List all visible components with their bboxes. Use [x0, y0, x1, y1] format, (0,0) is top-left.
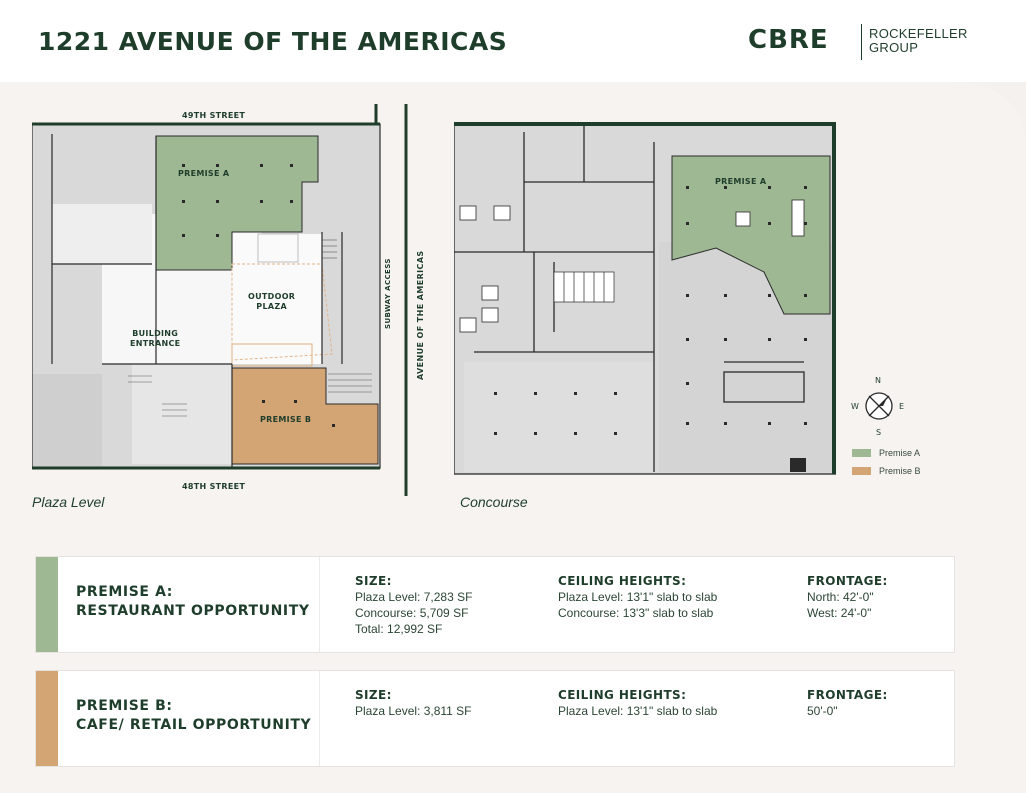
- premise-b-color-bar: [36, 671, 58, 766]
- ceiling-heading: CEILING HEIGHTS:: [558, 574, 687, 588]
- frontage-line: West: 24'-0": [807, 606, 872, 620]
- outdoor-plaza-line-1: OUTDOOR: [248, 292, 296, 301]
- cbre-logo: CBRE: [748, 25, 829, 55]
- concourse-plan-drawing: [454, 122, 836, 475]
- ceiling-line: Concourse: 13'3" slab to slab: [558, 606, 714, 620]
- premise-b-card: PREMISE B: CAFE/ RETAIL OPPORTUNITY SIZE…: [35, 670, 955, 767]
- subway-access-label: SUBWAY ACCESS: [384, 258, 392, 329]
- size-line: Concourse: 5,709 SF: [355, 606, 469, 620]
- legend-label-a: Premise A: [879, 448, 921, 458]
- ceiling-heading: CEILING HEIGHTS:: [558, 688, 687, 702]
- outdoor-plaza-label: OUTDOOR PLAZA: [248, 292, 295, 312]
- premise-a-divider: [319, 557, 320, 652]
- legend-label-b: Premise B: [879, 466, 921, 476]
- compass-e: E: [899, 402, 905, 411]
- size-heading: SIZE:: [355, 688, 392, 702]
- concourse-caption: Concourse: [460, 494, 528, 510]
- page-title: 1221 AVENUE OF THE AMERICAS: [38, 27, 508, 56]
- premise-a-ceiling: CEILING HEIGHTS: Plaza Level: 13'1" slab…: [558, 573, 717, 621]
- frontage-line: 50'-0": [807, 704, 838, 718]
- outdoor-plaza-line-2: PLAZA: [256, 302, 287, 311]
- ceiling-line: Plaza Level: 13'1" slab to slab: [558, 704, 718, 718]
- page-header: 1221 AVENUE OF THE AMERICAS CBRE ROCKEFE…: [0, 0, 1026, 82]
- premise-b-title-line-1: PREMISE B:: [76, 698, 173, 714]
- size-line: Plaza Level: 7,283 SF: [355, 590, 473, 604]
- frontage-heading: FRONTAGE:: [807, 574, 888, 588]
- premise-a-title: PREMISE A: RESTAURANT OPPORTUNITY: [76, 583, 346, 621]
- premise-a-title-line-2: RESTAURANT OPPORTUNITY: [76, 603, 310, 619]
- premise-b-divider: [319, 671, 320, 766]
- premise-b-title-line-2: CAFE/ RETAIL OPPORTUNITY: [76, 717, 312, 733]
- premise-a-card: PREMISE A: RESTAURANT OPPORTUNITY SIZE: …: [35, 556, 955, 653]
- plaza-plan-drawing: [32, 104, 408, 496]
- south-street-label: 48TH STREET: [182, 482, 246, 491]
- north-street-label: 49TH STREET: [182, 111, 246, 120]
- premise-b-size: SIZE: Plaza Level: 3,811 SF: [355, 687, 472, 719]
- frontage-heading: FRONTAGE:: [807, 688, 888, 702]
- premise-b-ceiling: CEILING HEIGHTS: Plaza Level: 13'1" slab…: [558, 687, 717, 719]
- concourse-plan: PREMISE A: [454, 122, 836, 476]
- building-entrance-line-1: BUILDING: [132, 329, 179, 338]
- premise-a-frontage: FRONTAGE: North: 42'-0" West: 24'-0": [807, 573, 888, 621]
- avenue-label: AVENUE OF THE AMERICAS: [416, 250, 425, 380]
- legend-premise-a: Premise A: [852, 448, 920, 458]
- building-entrance-label: BUILDING ENTRANCE: [130, 329, 180, 349]
- premise-a-size: SIZE: Plaza Level: 7,283 SF Concourse: 5…: [355, 573, 472, 637]
- plaza-level-plan: 49TH STREET 48TH STREET PREMISE A PREMIS…: [32, 104, 425, 496]
- compass-icon: [865, 392, 893, 420]
- size-line: Total: 12,992 SF: [355, 622, 443, 636]
- building-entrance-line-2: ENTRANCE: [130, 339, 181, 348]
- premise-a-concourse-label: PREMISE A: [715, 177, 767, 186]
- premise-a-color-bar: [36, 557, 58, 652]
- ceiling-line: Plaza Level: 13'1" slab to slab: [558, 590, 718, 604]
- size-line: Plaza Level: 3,811 SF: [355, 704, 472, 718]
- legend-swatch-b: [852, 467, 871, 475]
- compass: N S W E: [848, 374, 910, 440]
- premise-b-plaza-label: PREMISE B: [260, 415, 312, 424]
- legend-premise-b: Premise B: [852, 466, 921, 476]
- compass-s: S: [876, 428, 882, 437]
- logo-line-1: ROCKEFELLER: [869, 26, 968, 41]
- compass-n: N: [875, 376, 882, 385]
- size-heading: SIZE:: [355, 574, 392, 588]
- plaza-level-caption: Plaza Level: [32, 494, 105, 510]
- legend-swatch-a: [852, 449, 871, 457]
- premise-a-title-line-1: PREMISE A:: [76, 584, 173, 600]
- rockefeller-group-logo: ROCKEFELLER GROUP: [869, 27, 968, 55]
- logo-line-2: GROUP: [869, 40, 919, 55]
- compass-w: W: [851, 402, 860, 411]
- logo-divider: [861, 24, 862, 60]
- frontage-line: North: 42'-0": [807, 590, 874, 604]
- premise-b-title: PREMISE B: CAFE/ RETAIL OPPORTUNITY: [76, 697, 346, 735]
- premise-a-plaza-label: PREMISE A: [178, 169, 230, 178]
- premise-b-frontage: FRONTAGE: 50'-0": [807, 687, 888, 719]
